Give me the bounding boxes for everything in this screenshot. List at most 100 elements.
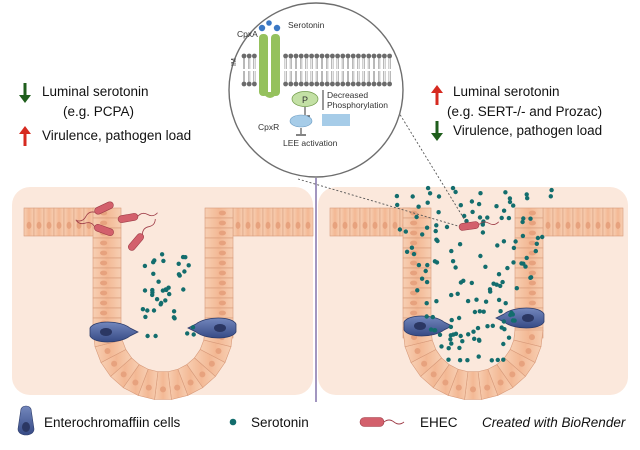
serotonin-dot bbox=[453, 265, 458, 270]
lipid-head bbox=[324, 53, 330, 59]
nucleus bbox=[410, 240, 418, 246]
right-line1: Luminal serotonin bbox=[453, 84, 560, 99]
serotonin-dot bbox=[414, 214, 419, 220]
ehec-bacterium bbox=[458, 221, 499, 231]
serotonin-dot bbox=[525, 196, 530, 201]
serotonin-dot bbox=[487, 287, 493, 292]
cpxa-helix bbox=[271, 34, 280, 96]
lipid-head bbox=[283, 81, 288, 87]
nucleus bbox=[528, 280, 536, 286]
serotonin-dot bbox=[524, 255, 529, 261]
lipid-head bbox=[252, 53, 257, 59]
serotonin-dot bbox=[158, 302, 163, 307]
serotonin-dot bbox=[446, 357, 451, 362]
serotonin-dot bbox=[142, 288, 148, 293]
lipid-head bbox=[330, 53, 335, 59]
serotonin-dot bbox=[182, 269, 187, 274]
nucleus bbox=[100, 270, 108, 276]
nucleus bbox=[372, 221, 378, 229]
nucleus bbox=[555, 221, 561, 229]
right-ec-cell-a bbox=[403, 315, 453, 337]
left-annotation: Luminal serotonin (e.g. PCPA) Virulence,… bbox=[19, 83, 191, 146]
serotonin-dot bbox=[511, 245, 517, 251]
serotonin-dot bbox=[465, 298, 471, 304]
serotonin-dot bbox=[403, 229, 408, 234]
serotonin-dot bbox=[160, 288, 166, 293]
right-annotation: Luminal serotonin (e.g. SERT-/- and Proz… bbox=[431, 84, 602, 141]
serotonin-dot bbox=[185, 331, 190, 336]
serotonin-dot bbox=[478, 253, 483, 259]
serotonin-dot bbox=[424, 279, 430, 285]
nucleus bbox=[509, 371, 516, 378]
nucleus bbox=[100, 260, 108, 266]
serotonin-dot bbox=[416, 262, 422, 268]
nucleus bbox=[305, 221, 311, 229]
lipid-head bbox=[314, 53, 320, 59]
nucleus bbox=[218, 270, 226, 276]
lipid-head bbox=[288, 81, 294, 87]
serotonin-dot bbox=[450, 259, 456, 264]
serotonin-dot bbox=[494, 282, 499, 287]
nucleus bbox=[332, 221, 338, 229]
nucleus bbox=[295, 221, 301, 229]
lipid-head bbox=[324, 81, 330, 87]
nucleus bbox=[100, 220, 108, 226]
nucleus bbox=[160, 386, 166, 393]
serotonin-dot bbox=[453, 189, 458, 195]
serotonin-bound-icon bbox=[273, 24, 281, 32]
left-ec-cell-a bbox=[89, 321, 139, 343]
serotonin-dot bbox=[428, 327, 434, 332]
nucleus bbox=[218, 250, 226, 256]
serotonin-dot bbox=[501, 341, 506, 347]
nucleus bbox=[528, 210, 536, 216]
serotonin-dot bbox=[471, 329, 476, 334]
serotonin-dot bbox=[510, 318, 516, 323]
nucleus bbox=[100, 250, 108, 256]
serotonin-dot bbox=[420, 232, 425, 237]
serotonin-dot bbox=[448, 337, 453, 342]
serotonin-dot bbox=[159, 252, 165, 257]
serotonin-dot bbox=[150, 290, 155, 295]
nucleus bbox=[56, 221, 62, 229]
serotonin-dot bbox=[423, 268, 428, 274]
serotonin-dot bbox=[489, 358, 494, 363]
left-ec-cell-b bbox=[187, 317, 237, 339]
cpxr-label: CpxR bbox=[258, 122, 279, 132]
nucleus bbox=[410, 260, 418, 266]
left-line2: (e.g. PCPA) bbox=[63, 104, 134, 119]
nucleus bbox=[528, 220, 536, 226]
serotonin-dot bbox=[153, 333, 158, 339]
nucleus bbox=[145, 384, 152, 391]
lipid-head bbox=[283, 53, 288, 59]
legend-serotonin: Serotonin bbox=[251, 415, 309, 430]
lipid-head bbox=[387, 53, 392, 59]
nucleus bbox=[595, 221, 601, 229]
serotonin-dot bbox=[434, 237, 439, 242]
serotonin-dot bbox=[176, 272, 182, 277]
serotonin-dot bbox=[409, 245, 415, 250]
ehec-bacterium bbox=[117, 212, 158, 223]
serotonin-dot bbox=[451, 332, 456, 337]
lipid-head bbox=[330, 81, 335, 87]
nucleus bbox=[410, 230, 418, 236]
serotonin-dot bbox=[411, 251, 417, 257]
nucleus bbox=[86, 221, 92, 229]
serotonin-dot bbox=[476, 354, 481, 359]
serotonin-dot bbox=[436, 194, 442, 199]
serotonin-dot bbox=[501, 239, 507, 244]
serotonin-dot bbox=[474, 297, 479, 302]
down-arrow-icon bbox=[431, 121, 443, 141]
nucleus bbox=[100, 300, 108, 306]
serotonin-dot bbox=[511, 260, 516, 265]
serotonin-dot bbox=[425, 185, 431, 191]
nucleus bbox=[104, 348, 111, 355]
serotonin-dot bbox=[404, 249, 410, 254]
serotonin-dot bbox=[458, 333, 463, 339]
serotonin-dot bbox=[521, 261, 526, 266]
serotonin-dot bbox=[475, 325, 481, 331]
cpxa-base bbox=[262, 92, 278, 98]
serotonin-dot bbox=[419, 276, 425, 281]
left-line3: Virulence, pathogen load bbox=[42, 128, 191, 143]
serotonin-dot bbox=[480, 222, 485, 227]
nucleus bbox=[410, 280, 418, 286]
